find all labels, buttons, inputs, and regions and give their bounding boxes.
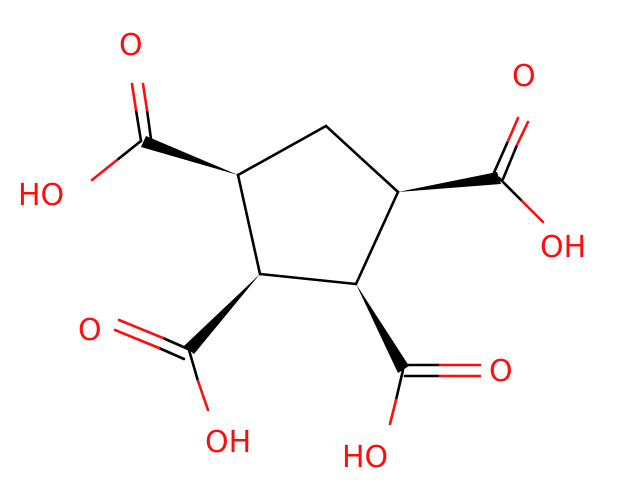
ring-bond-c5-c1 (236, 173, 262, 276)
ring-bond-c1-c2 (236, 124, 328, 177)
atom-oh-bottom-left: OH (205, 425, 251, 460)
carboxyl-top-left: O HO (18, 28, 238, 213)
c-oh-bond-bottom-left-red (196, 379, 210, 412)
c-o-double-bond-a (134, 108, 143, 143)
c-o-double-bond-d (501, 143, 519, 181)
c-o-double-bond-b (145, 108, 153, 141)
c-o-double-bond-f-red (113, 328, 161, 350)
c-o-double-bond-c-red (506, 116, 520, 143)
c-oh-bond-red (90, 158, 119, 182)
c-oh-bond (115, 139, 143, 162)
c-o-double-bond-e (161, 336, 190, 351)
c-oh-bond-bottom-left (187, 348, 200, 383)
wedge-bond-bottom-right (356, 284, 409, 373)
carboxyl-top-right: O OH (398, 59, 586, 265)
atom-oh-top-left: HO (18, 178, 64, 213)
atom-o-top-right: O (512, 59, 536, 94)
wedge-bond-top-right (398, 172, 501, 192)
carboxyl-bottom-left: O OH (78, 274, 260, 460)
atom-o-mid-right: O (489, 354, 513, 389)
atom-o-top-left: O (119, 28, 143, 63)
c-oh-bond-bottom-right (394, 368, 405, 402)
c-o-double-bond-d-red (515, 120, 530, 147)
atom-oh-top-right: OH (540, 230, 586, 265)
carboxyl-bottom-right: O HO (342, 284, 513, 475)
c-oh-bond-right-red (520, 199, 545, 224)
atom-o-mid-left: O (78, 313, 102, 348)
ring-bond-c2-c3 (324, 124, 400, 194)
atom-oh-bottom-right: HO (342, 440, 388, 475)
c-o-double-bond-c (491, 139, 510, 177)
wedge-bond-bottom-left (184, 274, 260, 354)
cyclopentane-ring (236, 124, 400, 286)
wedge-bond-top-left (141, 136, 238, 175)
c-o-double-bond-f (157, 346, 186, 361)
c-oh-bond-bottom-right-red (388, 398, 398, 426)
ring-bond-c3-c4 (354, 190, 400, 286)
c-o-double-bond-a-red (130, 82, 138, 112)
c-o-double-bond-e-red (117, 318, 165, 340)
c-oh-bond-right (497, 176, 524, 203)
c-o-double-bond-b-red (141, 82, 149, 112)
ring-bond-c4-c5 (258, 272, 358, 286)
